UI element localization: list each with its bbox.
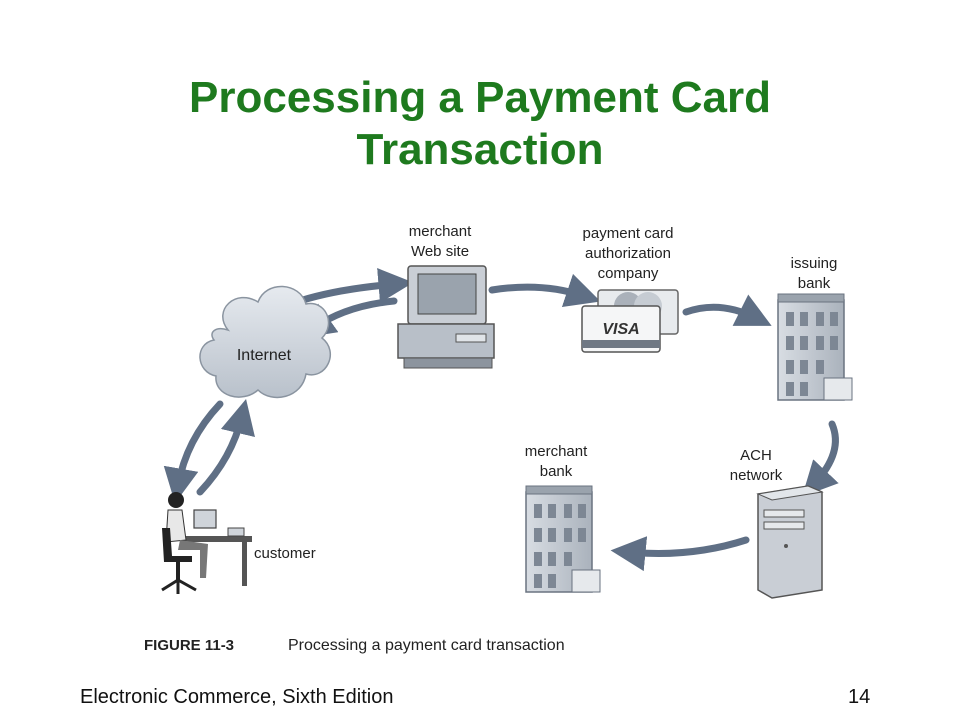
payment-card-icon: VISA xyxy=(581,289,679,353)
slide-title: Processing a Payment Card Transaction xyxy=(0,72,960,176)
card-company-label-line-1: payment card xyxy=(583,225,674,242)
merchant-web-site-icon xyxy=(397,265,495,369)
customer-figure xyxy=(161,492,252,594)
issuing-bank-label-line-2: bank xyxy=(798,275,831,292)
merchant-bank-label-line-2: bank xyxy=(540,463,573,480)
page-number: 14 xyxy=(848,686,871,708)
issuing-bank-label-line-1: issuing xyxy=(791,255,838,272)
arrow-internet-to-customer xyxy=(163,400,224,504)
slide-title-line-2: Transaction xyxy=(356,125,604,174)
footer-source: Electronic Commerce, Sixth Edition xyxy=(80,686,394,708)
visa-logo: VISA xyxy=(602,321,639,338)
merchant-web-site-label-line-2: Web site xyxy=(411,243,469,260)
merchant-bank-label-line-1: merchant xyxy=(525,443,588,460)
issuing-bank-building xyxy=(777,293,853,401)
arrow-issuing-bank-to-ach xyxy=(802,420,839,497)
merchant-bank-building xyxy=(525,485,601,593)
figure-caption: Processing a payment card transaction xyxy=(288,637,565,654)
ach-network-label-line-2: network xyxy=(730,467,783,484)
figure-number: FIGURE 11-3 xyxy=(144,637,234,654)
slide-title-line-1: Processing a Payment Card xyxy=(188,73,771,122)
arrow-card-company-to-issuing-bank xyxy=(682,294,772,326)
card-company-label-line-3: company xyxy=(598,265,659,282)
ach-network-label-line-1: ACH xyxy=(740,447,772,464)
ach-network-server xyxy=(756,485,824,599)
card-company-label-line-2: authorization xyxy=(585,245,671,262)
merchant-web-site-label-line-1: merchant xyxy=(409,223,472,240)
arrow-ach-to-merchant-bank xyxy=(610,536,750,572)
internet-cloud: Internet xyxy=(199,285,332,399)
arrow-customer-to-internet xyxy=(196,398,255,496)
customer-label: customer xyxy=(254,545,316,562)
internet-label: Internet xyxy=(237,347,292,364)
arrow-web-site-to-card-company xyxy=(488,273,601,308)
